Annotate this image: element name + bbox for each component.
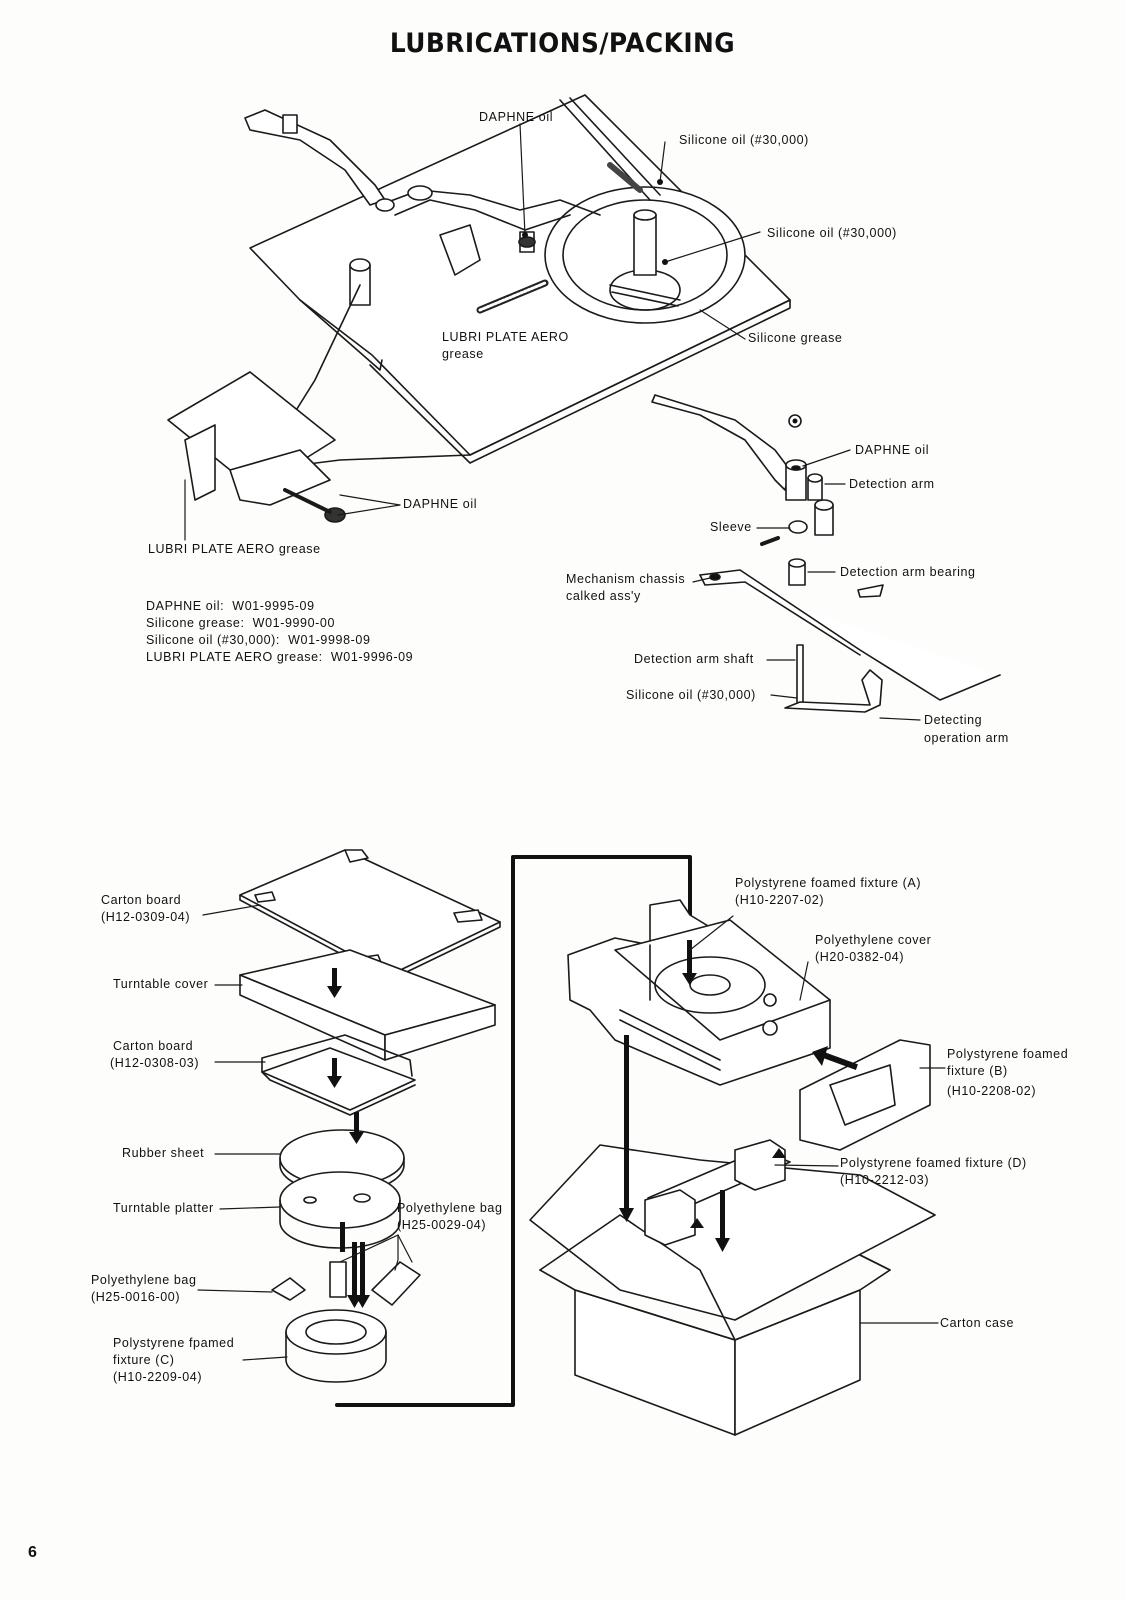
label-carton-board-2-pn: (H12-0308-03) [110, 1056, 200, 1070]
mechanism-chassis-drawing [167, 94, 791, 523]
label-fixture-a: Polystyrene foamed fixture (A) [735, 876, 922, 890]
legend-item: Silicone oil (#30,000): W01-9998-09 [146, 633, 371, 647]
label-silicone-grease: Silicone grease [748, 331, 843, 345]
packing-flow-line [335, 855, 692, 1407]
leader-lines-top [184, 123, 761, 541]
label-detail-silicone-oil: Silicone oil (#30,000) [626, 688, 756, 702]
label-daphne-oil-top: DAPHNE oil [479, 110, 554, 124]
label-carton-board-2: Carton board [113, 1039, 194, 1053]
packing-right-drawing [529, 899, 936, 1436]
label-detection-arm-shaft: Detection arm shaft [634, 652, 754, 666]
label-detection-arm: Detection arm [849, 477, 935, 491]
leader-arrowheads-top [522, 179, 668, 265]
label-polyethylene-bag-1-pn: (H25-0029-04) [397, 1218, 487, 1232]
label-detection-arm-bearing: Detection arm bearing [840, 565, 976, 579]
label-fixture-c-pn: (H10-2209-04) [113, 1370, 203, 1384]
label-silicone-oil-2: Silicone oil (#30,000) [767, 226, 897, 240]
page-title: LUBRICATIONS/PACKING [389, 28, 736, 59]
legend-item: DAPHNE oil: W01-9995-09 [146, 599, 315, 613]
label-polyethylene-bag-1: Polyethylene bag [397, 1201, 503, 1215]
label-fixture-c-line2: fixture (C) [113, 1353, 175, 1367]
label-lubri-plate-aero-top: LUBRI PLATE AERO [442, 330, 569, 344]
lubricant-legend: DAPHNE oil: W01-9995-09 Silicone grease:… [146, 598, 413, 666]
label-operation-arm: operation arm [924, 731, 1009, 745]
label-rubber-sheet: Rubber sheet [122, 1146, 205, 1160]
packing-left-arrows [327, 968, 370, 1308]
page-number: 6 [28, 1544, 37, 1561]
legend-item: LUBRI PLATE AERO grease: W01-9996-09 [146, 650, 414, 664]
label-fixture-c: Polystyrene fpamed [113, 1336, 235, 1350]
label-turntable-platter: Turntable platter [113, 1201, 214, 1215]
label-daphne-oil-left: DAPHNE oil [403, 497, 478, 511]
label-polyethylene-bag-2-pn: (H25-0016-00) [91, 1290, 181, 1304]
label-detail-daphne-oil: DAPHNE oil [855, 443, 930, 457]
label-fixture-d: Polystyrene foamed fixture (D) [840, 1156, 1027, 1170]
label-calked-assy: calked ass'y [566, 589, 641, 603]
label-lubri-plate-aero-top-grease: grease [442, 347, 484, 361]
label-fixture-a-pn: (H10-2207-02) [735, 893, 825, 907]
label-fixture-b-pn: (H10-2208-02) [947, 1084, 1037, 1098]
label-fixture-b-line2: fixture (B) [947, 1064, 1008, 1078]
label-carton-case: Carton case [940, 1316, 1014, 1330]
label-mechanism-chassis: Mechanism chassis [566, 572, 686, 586]
label-carton-board-1-pn: (H12-0309-04) [101, 910, 191, 924]
label-detecting: Detecting [924, 713, 983, 727]
label-lubri-plate-aero-grease: LUBRI PLATE AERO grease [148, 542, 321, 556]
packing-right-arrows [619, 940, 858, 1252]
label-fixture-b: Polystyrene foamed [947, 1047, 1069, 1061]
label-carton-board-1: Carton board [101, 893, 182, 907]
label-fixture-d-pn: (H10-2212-03) [840, 1173, 930, 1187]
label-silicone-oil-1: Silicone oil (#30,000) [679, 133, 809, 147]
label-sleeve: Sleeve [710, 520, 752, 534]
leader-lines-packing [197, 904, 946, 1361]
label-turntable-cover: Turntable cover [113, 977, 209, 991]
label-polyethylene-cover-pn: (H20-0382-04) [815, 950, 905, 964]
label-polyethylene-cover: Polyethylene cover [815, 933, 932, 947]
label-polyethylene-bag-2: Polyethylene bag [91, 1273, 197, 1287]
packing-left-stack [239, 849, 501, 1383]
leader-lines-detail [692, 449, 921, 721]
legend-item: Silicone grease: W01-9990-00 [146, 616, 336, 630]
